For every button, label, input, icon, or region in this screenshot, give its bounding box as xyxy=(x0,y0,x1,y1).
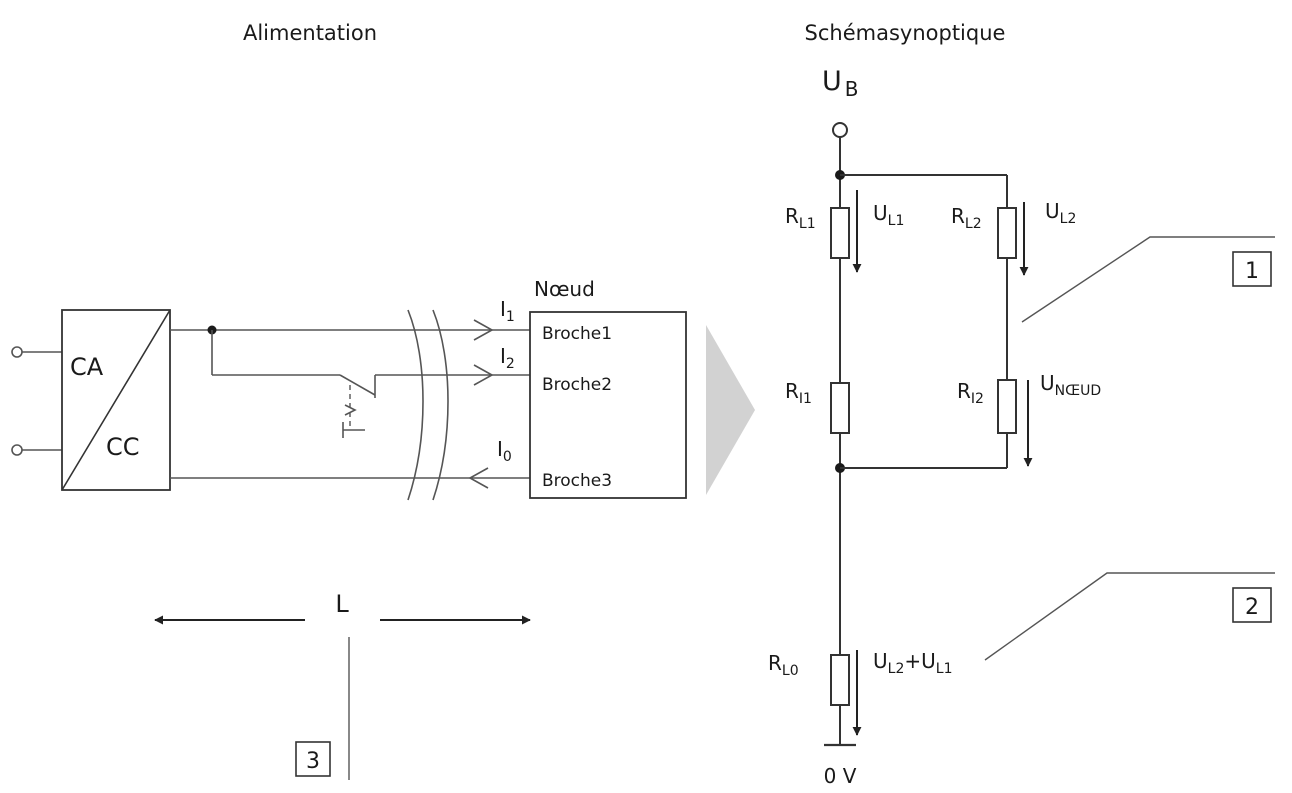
node-label: Nœud xyxy=(534,277,595,301)
callout-box-3 xyxy=(295,741,331,777)
converter-ca-label: CA xyxy=(70,353,104,381)
power-supply-section: CA CC I1 I2 I0 Nœud Broche1 Broche2 Br xyxy=(11,277,687,780)
label-unode: UNŒUD xyxy=(1040,371,1101,399)
resistor-ri1 xyxy=(830,382,850,434)
label-rl0: RL0 xyxy=(768,651,799,679)
resistor-rl2 xyxy=(997,207,1017,259)
resistor-ri2 xyxy=(997,379,1017,434)
callout-1-label: 1 xyxy=(1245,259,1259,284)
current-i2-label: I2 xyxy=(500,344,515,372)
supply-terminal xyxy=(832,122,848,138)
current-i0-label: I0 xyxy=(497,437,512,465)
label-rl2: RL2 xyxy=(951,204,982,232)
callout-1-line xyxy=(1021,236,1275,323)
switch-blade xyxy=(339,374,376,396)
label-ul0: UL2+UL1 xyxy=(873,649,952,677)
label-ri1: RI1 xyxy=(785,379,812,407)
label-ul1: UL1 xyxy=(873,201,904,229)
pin-broche3: Broche3 xyxy=(542,471,612,491)
label-ri2: RI2 xyxy=(957,379,984,407)
callout-3-label: 3 xyxy=(306,749,320,774)
transition-arrow xyxy=(706,325,755,495)
heading-alimentation: Alimentation xyxy=(243,21,377,45)
ac-dc-converter-box xyxy=(61,309,171,491)
cable-break-1 xyxy=(407,309,424,501)
heading-schema-synoptique: Schémasynoptique xyxy=(805,21,1006,45)
label-ul2: UL2 xyxy=(1045,199,1076,227)
label-rl1: RL1 xyxy=(785,204,816,232)
callout-box-1 xyxy=(1232,251,1272,287)
resistor-rl1 xyxy=(830,207,850,259)
length-label: L xyxy=(335,590,349,618)
ac-terminal-top xyxy=(11,346,23,358)
ground-label: 0 V xyxy=(824,764,857,788)
callout-box-2 xyxy=(1232,587,1272,623)
callout-2-label: 2 xyxy=(1245,595,1259,620)
switch-spring xyxy=(344,404,357,416)
converter-cc-label: CC xyxy=(106,433,140,461)
pin-broche2: Broche2 xyxy=(542,375,612,395)
current-i1-label: I1 xyxy=(500,297,515,325)
pin-broche1: Broche1 xyxy=(542,324,612,344)
node-box xyxy=(529,311,687,499)
callout-2-line xyxy=(984,572,1275,661)
converter-diagonal xyxy=(61,309,171,491)
ac-terminal-bottom xyxy=(11,444,23,456)
cable-break-2 xyxy=(432,309,449,501)
resistor-rl0 xyxy=(830,654,850,706)
